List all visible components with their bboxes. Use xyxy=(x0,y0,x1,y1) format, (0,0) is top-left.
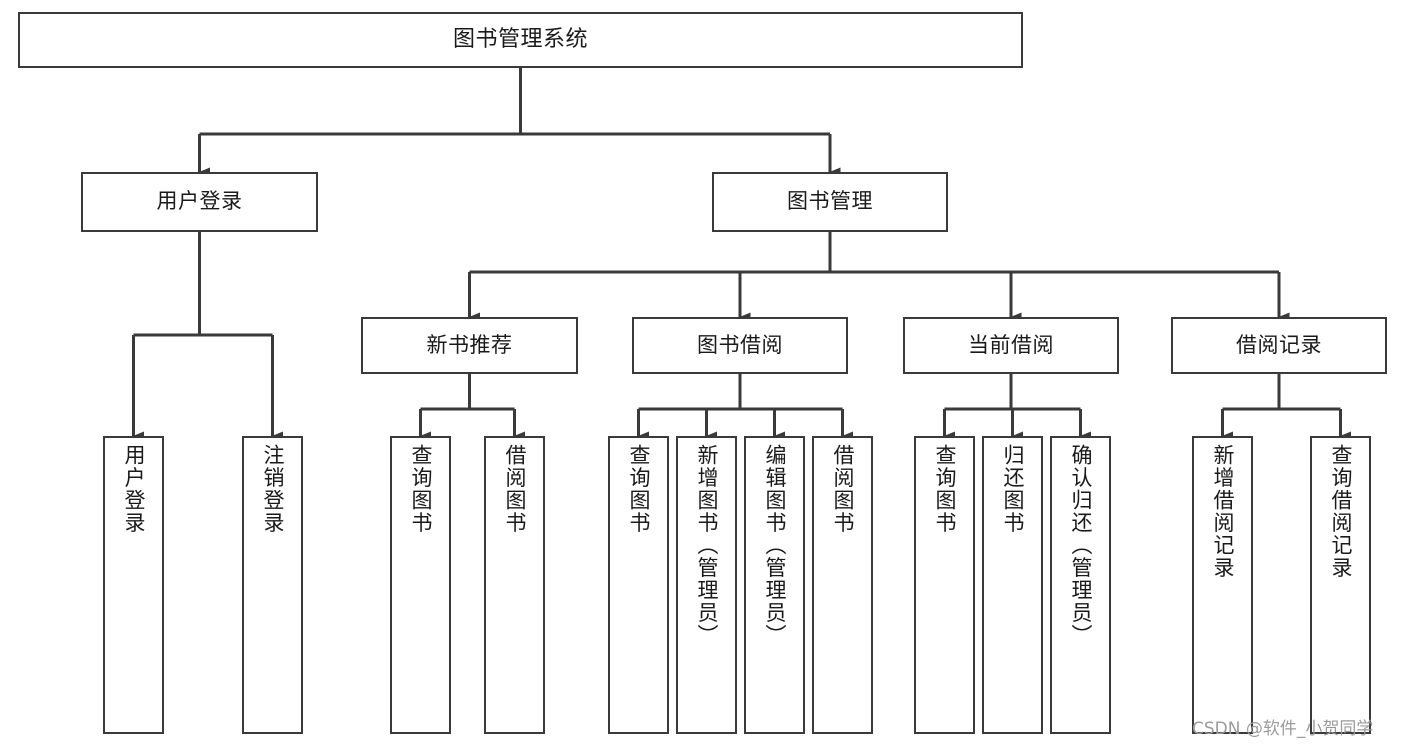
node-user-login[interactable]: 用户登录 xyxy=(81,172,318,232)
node-user-login-label: 用户登录 xyxy=(156,189,243,214)
leaf-query-borrow-record[interactable]: 查询借阅记录 xyxy=(1310,436,1371,734)
edge-group xyxy=(132,68,1351,441)
leaf-user-login[interactable]: 用户登录 xyxy=(103,436,164,734)
leaf-query-borrow-record-label: 查询借阅记录 xyxy=(1329,444,1353,579)
node-book-manage-label: 图书管理 xyxy=(787,189,873,214)
node-borrow-record-label: 借阅记录 xyxy=(1236,332,1322,357)
leaf-query-book-borrow[interactable]: 查询图书 xyxy=(608,436,669,734)
leaf-query-book-recommend-label: 查询图书 xyxy=(409,444,433,534)
leaf-add-borrow-record-label: 新增借阅记录 xyxy=(1211,444,1235,579)
leaf-edit-book-label: 编辑图书（管理员） xyxy=(763,444,787,647)
leaf-borrow-book[interactable]: 借阅图书 xyxy=(812,436,873,734)
node-book-borrow-label: 图书借阅 xyxy=(697,332,783,357)
node-new-book-recommend-label: 新书推荐 xyxy=(426,332,513,357)
node-book-borrow[interactable]: 图书借阅 xyxy=(632,317,848,374)
node-book-manage[interactable]: 图书管理 xyxy=(712,172,948,232)
leaf-borrow-book-recommend-label: 借阅图书 xyxy=(503,444,527,534)
node-current-borrow-label: 当前借阅 xyxy=(968,332,1054,357)
leaf-user-logout[interactable]: 注销登录 xyxy=(242,436,303,734)
leaf-return-book[interactable]: 归还图书 xyxy=(982,436,1043,734)
node-root-label: 图书管理系统 xyxy=(452,26,588,52)
leaf-add-book[interactable]: 新增图书（管理员） xyxy=(676,436,737,734)
leaf-borrow-book-label: 借阅图书 xyxy=(831,444,855,534)
leaf-query-book-recommend[interactable]: 查询图书 xyxy=(390,436,451,734)
leaf-add-book-label: 新增图书（管理员） xyxy=(695,444,719,647)
leaf-query-book-current-label: 查询图书 xyxy=(933,444,957,534)
leaf-query-book-borrow-label: 查询图书 xyxy=(627,444,651,534)
leaf-confirm-return-label: 确认归还（管理员） xyxy=(1069,444,1093,647)
node-borrow-record[interactable]: 借阅记录 xyxy=(1171,317,1387,374)
leaf-user-login-label: 用户登录 xyxy=(122,444,146,534)
node-current-borrow[interactable]: 当前借阅 xyxy=(903,317,1119,374)
node-root[interactable]: 图书管理系统 xyxy=(18,12,1023,68)
leaf-add-borrow-record[interactable]: 新增借阅记录 xyxy=(1192,436,1253,734)
leaf-return-book-label: 归还图书 xyxy=(1001,444,1025,534)
leaf-query-book-current[interactable]: 查询图书 xyxy=(914,436,975,734)
node-new-book-recommend[interactable]: 新书推荐 xyxy=(361,317,578,374)
leaf-confirm-return[interactable]: 确认归还（管理员） xyxy=(1050,436,1111,734)
leaf-user-logout-label: 注销登录 xyxy=(261,444,285,534)
leaf-edit-book[interactable]: 编辑图书（管理员） xyxy=(744,436,805,734)
leaf-borrow-book-recommend[interactable]: 借阅图书 xyxy=(484,436,545,734)
